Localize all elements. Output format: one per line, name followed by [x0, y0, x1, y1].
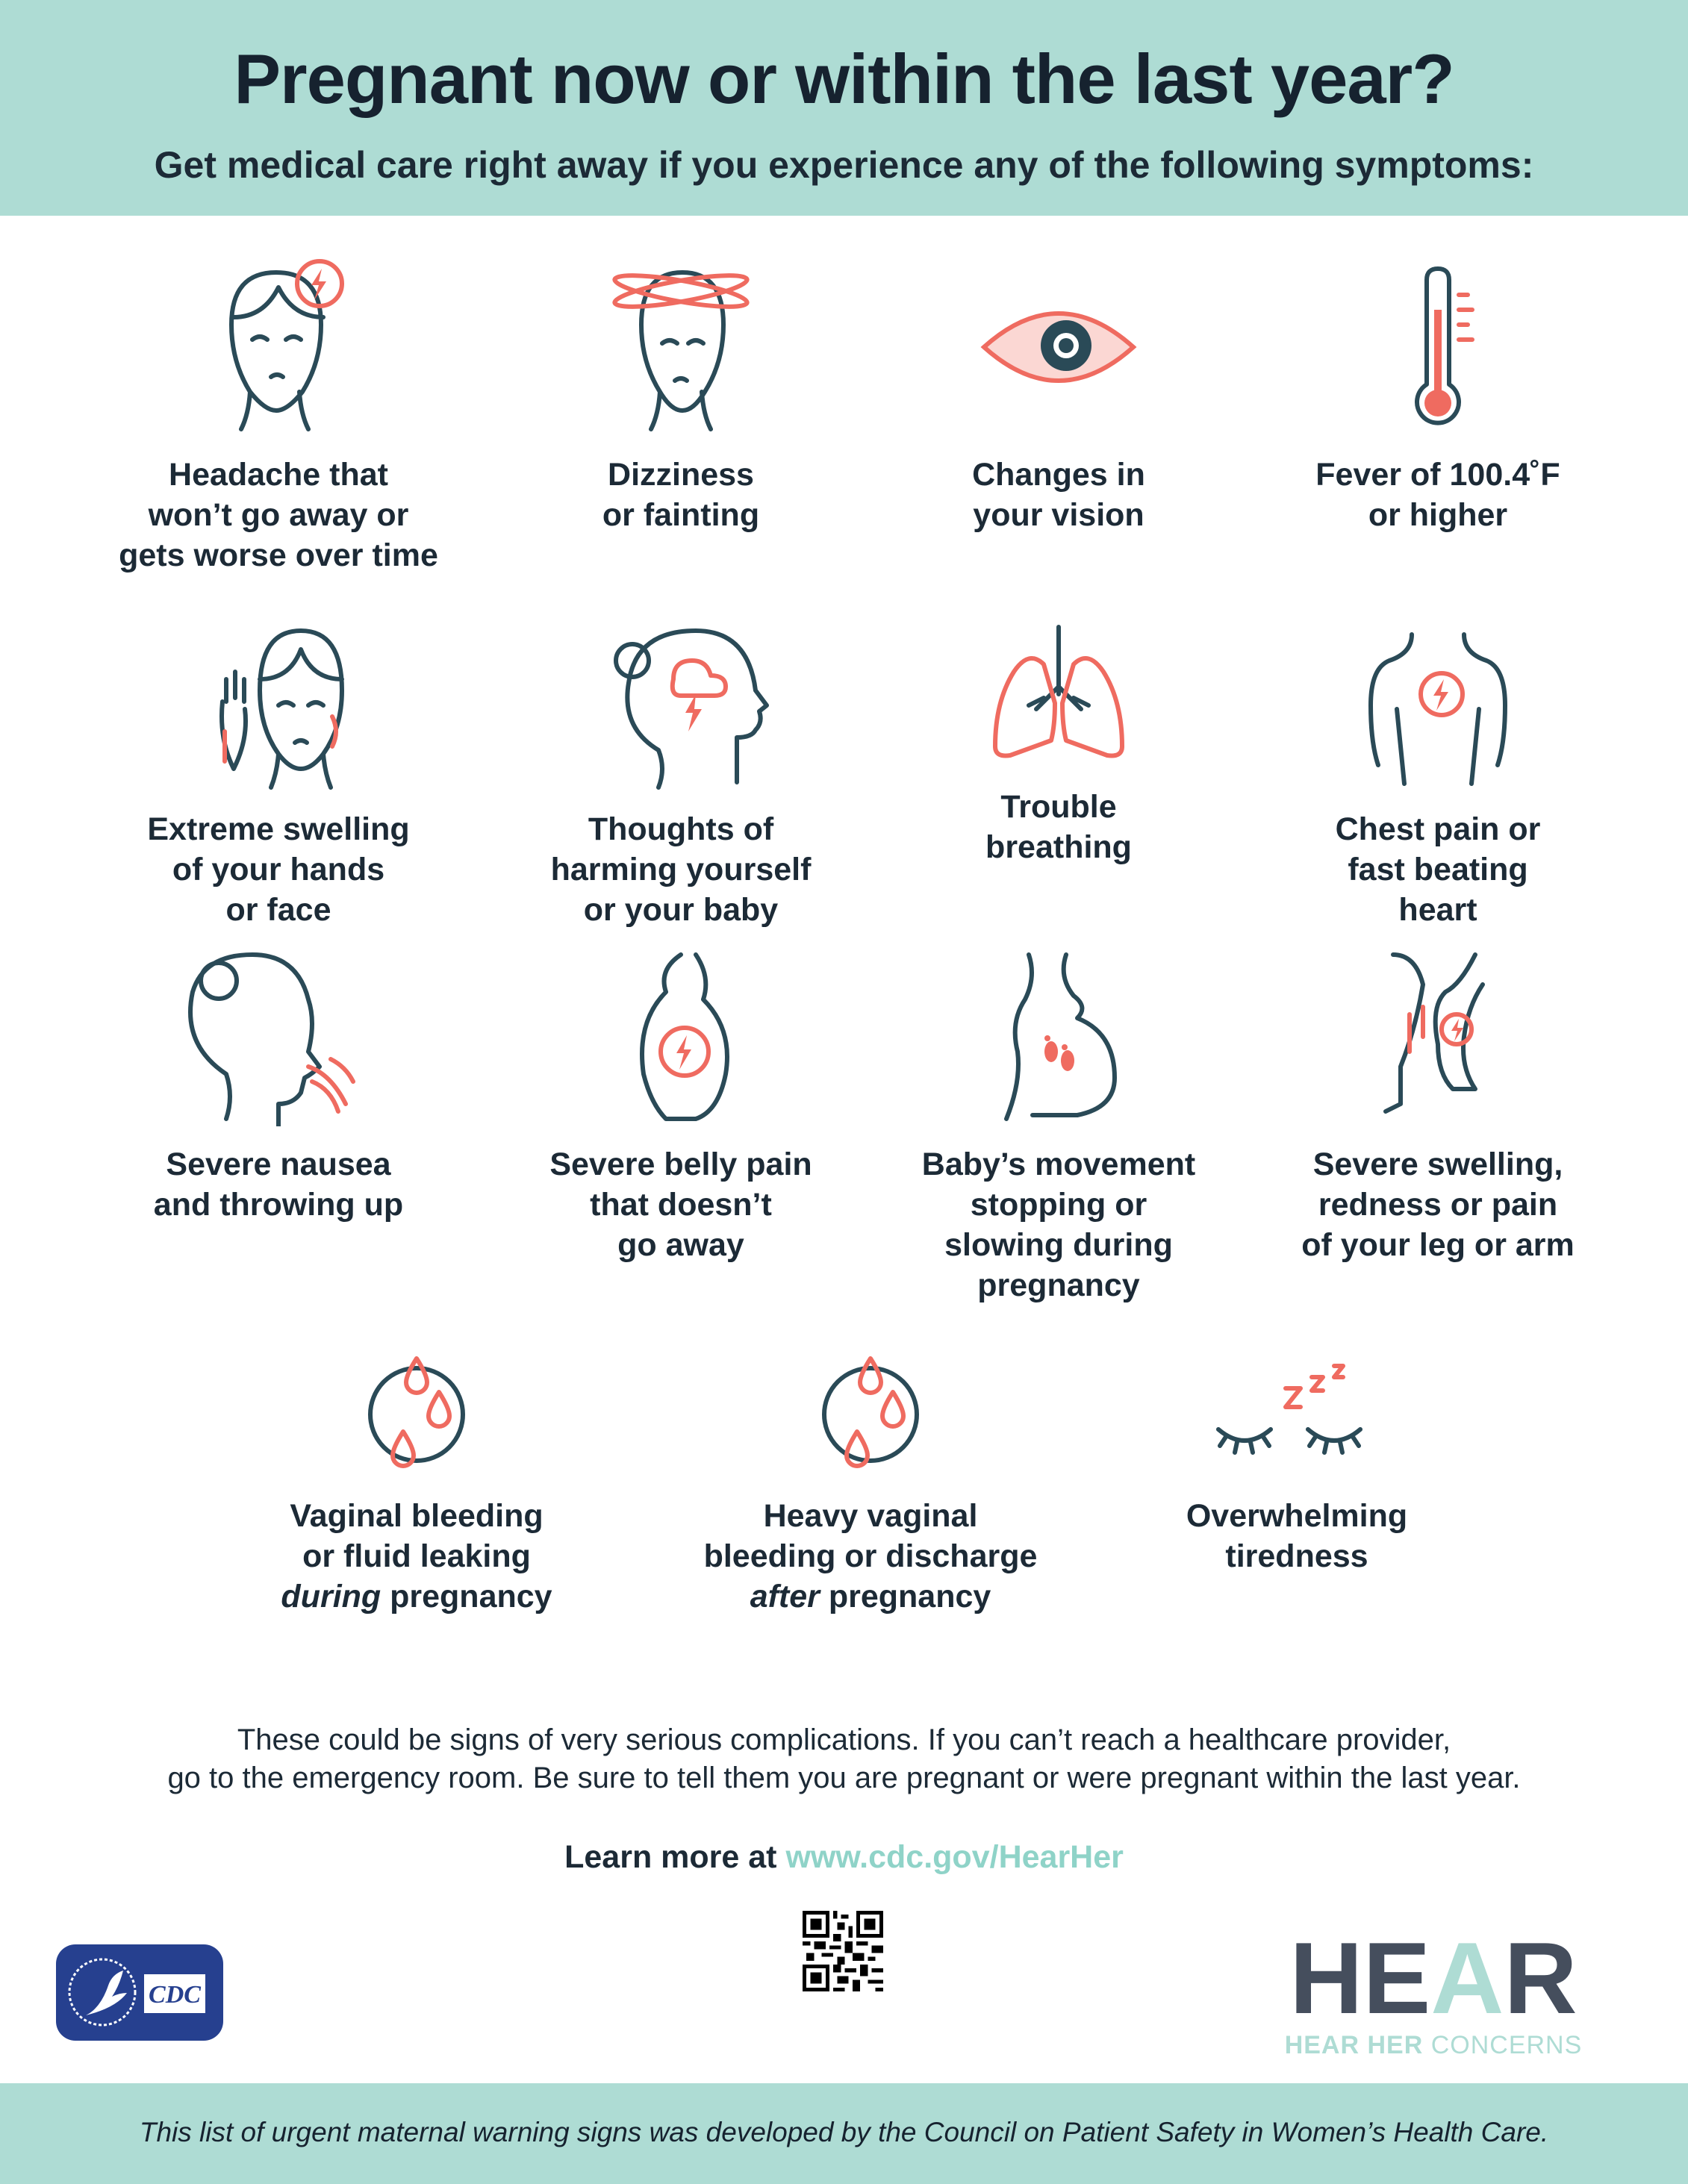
label-line: Extreme swelling [147, 811, 410, 847]
drops-icon [822, 1356, 919, 1468]
chest-pain-icon [1368, 632, 1507, 786]
hear-he: HE [1289, 1921, 1431, 2035]
label-line: or fluid leaking [302, 1538, 531, 1574]
label-line: slowing during [944, 1227, 1173, 1263]
label-line: gets worse over time [119, 537, 438, 573]
paragraph-line: These could be signs of very serious com… [237, 1723, 1451, 1756]
label-line: of your hands [172, 852, 385, 887]
label-line: or higher [1368, 497, 1508, 533]
drops-icon [368, 1356, 465, 1468]
symptom-thoughts: Thoughts of harming yourself or your baby [487, 620, 875, 930]
label-line: bleeding or discharge [703, 1538, 1038, 1574]
label-line: or face [225, 892, 331, 928]
label-line: Thoughts of [588, 811, 774, 847]
symptom-nausea: Severe nausea and throwing up [84, 947, 473, 1225]
label-line: or fainting [602, 497, 760, 533]
label-line: that doesn’t [590, 1187, 772, 1223]
label-line: Dizziness [608, 457, 754, 493]
nausea-icon [188, 952, 355, 1126]
label-line: go away [617, 1227, 744, 1263]
symptom-headache: Headache that won’t go away or gets worse … [84, 258, 473, 575]
page-subtitle: Get medical care right away if you exper… [154, 144, 1534, 186]
page-title: Pregnant now or within the last year? [234, 40, 1454, 118]
label-line: after pregnancy [676, 1576, 1065, 1617]
label-line: breathing [985, 829, 1132, 865]
eye-icon [980, 311, 1137, 383]
symptom-breathing: Trouble breathing [865, 620, 1253, 867]
hhs-eagle-icon: CDC [68, 1958, 205, 2027]
emphasis: after [750, 1579, 820, 1614]
hear-logo-wordmark: HEAR [1262, 1921, 1605, 2035]
label-line: Heavy vaginal [763, 1498, 978, 1534]
warning-paragraph: These could be signs of very serious com… [0, 1721, 1688, 1797]
thermometer-icon [1415, 266, 1474, 425]
symptom-vision: Changes in your vision [865, 258, 1253, 535]
paragraph-line: go to the emergency room. Be sure to tel… [167, 1762, 1521, 1794]
symptom-chest-pain: Chest pain or fast beating heart [1244, 620, 1632, 930]
symptom-swelling: Extreme swelling of your hands or face [84, 620, 473, 930]
label-line: Severe belly pain [549, 1146, 812, 1182]
label-line: Headache that [169, 457, 388, 493]
label-line: stopping or [970, 1187, 1147, 1223]
footer-text: This list of urgent maternal warning sig… [139, 2117, 1549, 2147]
label-line: and throwing up [153, 1187, 404, 1223]
lungs-icon [993, 625, 1124, 758]
footer-band: This list of urgent maternal warning sig… [0, 2083, 1688, 2184]
label-line: harming yourself [550, 852, 812, 887]
learn-more: Learn more at www.cdc.gov/HearHer [0, 1839, 1688, 1876]
dizziness-icon [612, 270, 750, 431]
label-line: during pregnancy [222, 1576, 611, 1617]
label-line: Trouble [1000, 789, 1117, 825]
hear-her-concerns: HEAR HER CONCERNS [1262, 2030, 1605, 2060]
label-rest: pregnancy [381, 1579, 552, 1614]
storm-head-icon [614, 628, 769, 790]
symptom-leg-pain: Severe swelling, redness or pain of your l… [1244, 947, 1632, 1265]
cdc-logo-text: CDC [149, 1981, 201, 2009]
symptom-tiredness: Overwhelming tiredness [1103, 1351, 1491, 1576]
label-line: of your leg or arm [1301, 1227, 1575, 1263]
symptom-belly-pain: Severe belly pain that doesn’t go away [487, 947, 875, 1265]
belly-pain-icon [640, 952, 729, 1121]
headache-icon [229, 259, 344, 431]
hear-her-logo: HEAR HEAR HER CONCERNS [1262, 1921, 1605, 2060]
label-line: your vision [973, 497, 1144, 533]
hear-her-bold: HEAR HER [1284, 2031, 1424, 2059]
label-line: Baby’s movement [921, 1146, 1196, 1182]
label-line: won’t go away or [148, 497, 409, 533]
label-line: Severe swelling, [1312, 1146, 1563, 1182]
label-line: Severe nausea [166, 1146, 391, 1182]
learn-more-label: Learn more at [564, 1839, 786, 1875]
label-line: fast beating [1348, 852, 1528, 887]
sleep-icon [1216, 1364, 1362, 1455]
symptom-dizziness: Dizziness or fainting [487, 258, 875, 535]
label-line: Chest pain or [1335, 811, 1541, 847]
symptom-baby-movement: Baby’s movement stopping or slowing during… [865, 947, 1253, 1305]
swollen-face-hand-icon [219, 628, 344, 790]
label-line: pregnancy [977, 1267, 1140, 1303]
hear-a: A [1430, 1921, 1504, 2035]
label-rest: pregnancy [819, 1579, 991, 1614]
header-band: Pregnant now or within the last year? Ge… [0, 0, 1688, 216]
cdc-hhs-logo: CDC [56, 1944, 223, 2041]
hearher-link[interactable]: www.cdc.gov/HearHer [785, 1839, 1124, 1875]
label-line: Vaginal bleeding [290, 1498, 544, 1534]
label-line: or your baby [583, 892, 779, 928]
label-line: redness or pain [1318, 1187, 1558, 1223]
label-line: Overwhelming [1186, 1498, 1408, 1534]
label-line: tiredness [1225, 1538, 1368, 1574]
leg-pain-icon [1383, 952, 1485, 1114]
emphasis: during [281, 1579, 381, 1614]
symptom-fever: Fever of 100.4˚F or higher [1244, 258, 1632, 535]
label-line: Fever of 100.4˚F [1315, 457, 1560, 493]
hear-r: R [1504, 1921, 1578, 2035]
qr-code[interactable] [803, 1911, 883, 1991]
label-line: Changes in [972, 457, 1145, 493]
hear-concerns: CONCERNS [1423, 2031, 1583, 2059]
baby-movement-icon [1004, 952, 1117, 1121]
label-line: heart [1398, 892, 1477, 928]
